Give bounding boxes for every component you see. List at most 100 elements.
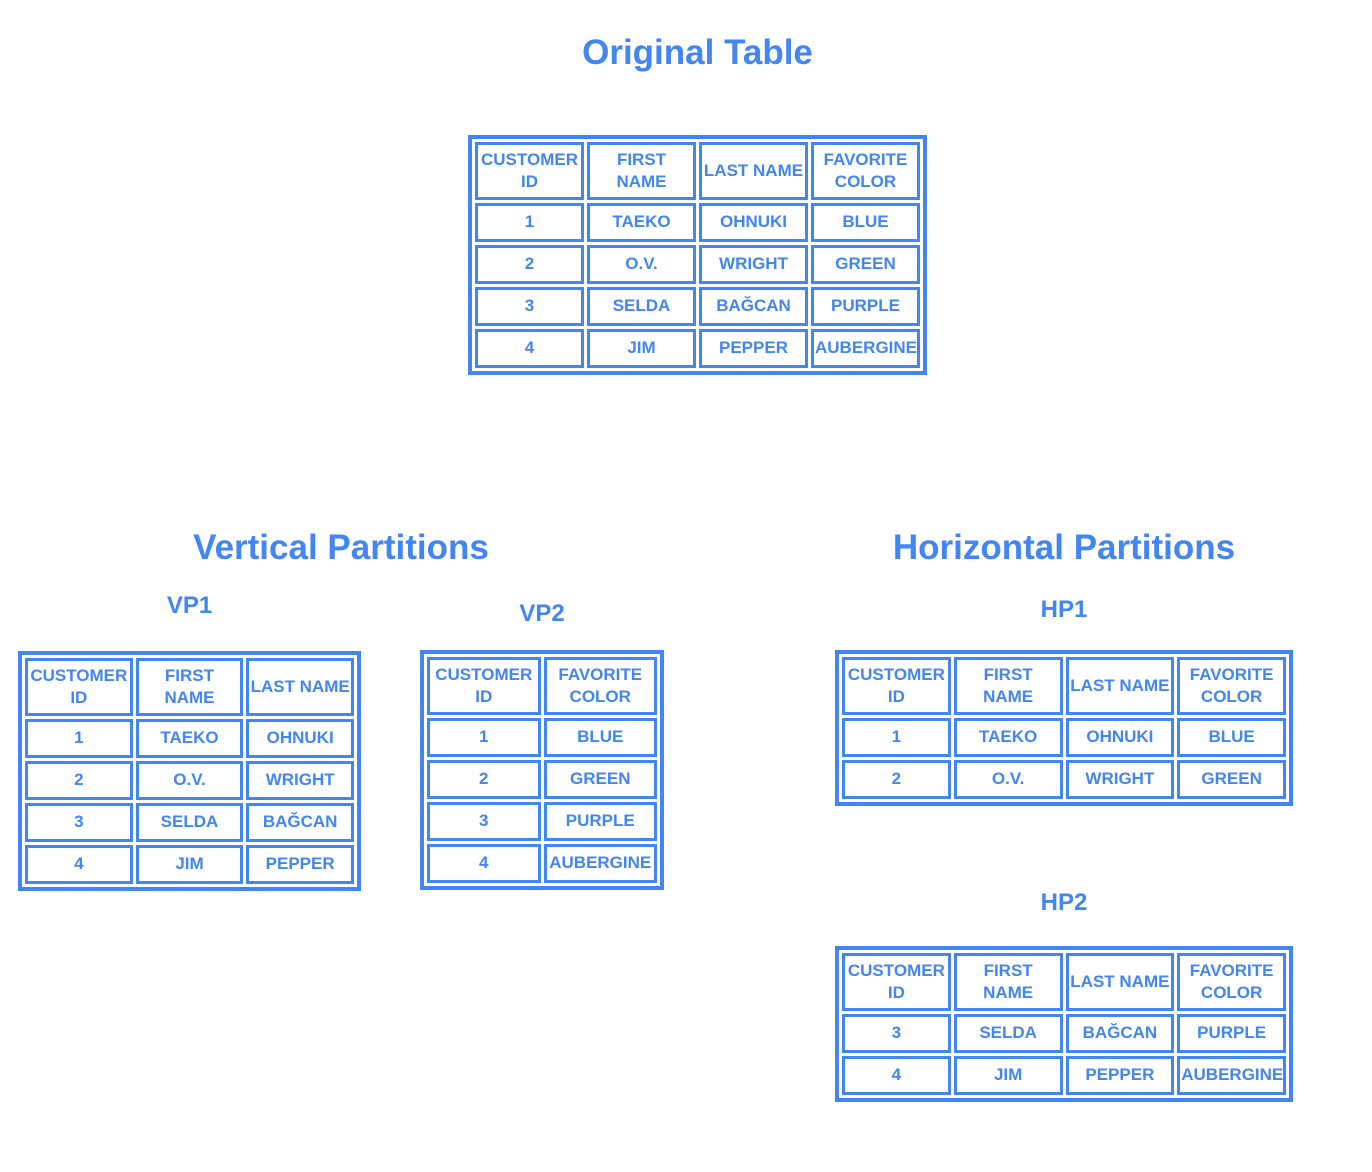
table-cell: GREEN xyxy=(811,245,920,284)
table-cell: 2 xyxy=(842,760,951,799)
table-cell: O.V. xyxy=(135,761,244,800)
table-cell: PEPPER xyxy=(1065,1056,1175,1095)
table-cell: AUBERGINE xyxy=(1177,1056,1286,1095)
table-cell: PEPPER xyxy=(699,329,808,368)
table-cell: JIM xyxy=(953,1056,1063,1095)
table-cell: BAĞCAN xyxy=(699,287,808,326)
vertical-partitions-title: Vertical Partitions xyxy=(193,528,489,567)
column-header: FAVORITE COLOR xyxy=(811,142,920,200)
table-cell: 4 xyxy=(25,845,133,884)
column-header: LAST NAME xyxy=(1065,657,1175,715)
table-cell: BLUE xyxy=(811,203,920,242)
table-cell: O.V. xyxy=(587,245,696,284)
table-cell: 1 xyxy=(427,718,541,757)
table-cell: 3 xyxy=(25,803,133,842)
table-cell: 2 xyxy=(25,761,133,800)
table-cell: WRIGHT xyxy=(699,245,808,284)
column-header: LAST NAME xyxy=(1065,953,1175,1011)
table-cell: 1 xyxy=(842,718,951,757)
table-cell: JIM xyxy=(587,329,696,368)
table-cell: BAĞCAN xyxy=(246,803,354,842)
table-cell: TAEKO xyxy=(135,719,244,758)
table-cell: SELDA xyxy=(587,287,696,326)
table-cell: AUBERGINE xyxy=(811,329,920,368)
table-cell: 2 xyxy=(475,245,584,284)
column-header: CUSTOMER ID xyxy=(842,953,951,1011)
column-header: CUSTOMER ID xyxy=(475,142,584,200)
column-header: CUSTOMER ID xyxy=(427,657,541,715)
table-cell: BAĞCAN xyxy=(1065,1014,1175,1053)
table-cell: 1 xyxy=(25,719,133,758)
original-table-title: Original Table xyxy=(582,33,813,72)
table-cell: JIM xyxy=(135,845,244,884)
table-cell: WRIGHT xyxy=(1065,760,1175,799)
table-cell: BLUE xyxy=(543,718,657,757)
column-header: FIRST NAME xyxy=(135,658,244,716)
column-header: FAVORITE COLOR xyxy=(1177,657,1286,715)
table-cell: O.V. xyxy=(953,760,1063,799)
table-cell: PEPPER xyxy=(246,845,354,884)
column-header: FAVORITE COLOR xyxy=(1177,953,1286,1011)
column-header: FAVORITE COLOR xyxy=(543,657,657,715)
horizontal-partitions-title: Horizontal Partitions xyxy=(892,528,1236,567)
table-cell: TAEKO xyxy=(587,203,696,242)
table-cell: 3 xyxy=(475,287,584,326)
table-cell: BLUE xyxy=(1177,718,1286,757)
column-header: LAST NAME xyxy=(246,658,354,716)
table-cell: 4 xyxy=(427,844,541,883)
table-cell: PURPLE xyxy=(811,287,920,326)
hp1-label: HP1 xyxy=(1040,596,1088,623)
column-header: CUSTOMER ID xyxy=(842,657,951,715)
column-header: CUSTOMER ID xyxy=(25,658,133,716)
column-header: FIRST NAME xyxy=(587,142,696,200)
vp1-label: VP1 xyxy=(166,592,213,619)
column-header: FIRST NAME xyxy=(953,953,1063,1011)
table-cell: OHNUKI xyxy=(699,203,808,242)
table-cell: 4 xyxy=(475,329,584,368)
table-cell: PURPLE xyxy=(543,802,657,841)
table-cell: 3 xyxy=(427,802,541,841)
hp2-label: HP2 xyxy=(1040,889,1088,916)
table-cell: PURPLE xyxy=(1177,1014,1286,1053)
table-cell: OHNUKI xyxy=(246,719,354,758)
table-cell: AUBERGINE xyxy=(543,844,657,883)
vp2-label: VP2 xyxy=(519,600,565,627)
column-header: LAST NAME xyxy=(699,142,808,200)
table-cell: 4 xyxy=(842,1056,951,1095)
table-cell: 2 xyxy=(427,760,541,799)
table-cell: WRIGHT xyxy=(246,761,354,800)
table-cell: 1 xyxy=(475,203,584,242)
table-cell: TAEKO xyxy=(953,718,1063,757)
table-cell: 3 xyxy=(842,1014,951,1053)
